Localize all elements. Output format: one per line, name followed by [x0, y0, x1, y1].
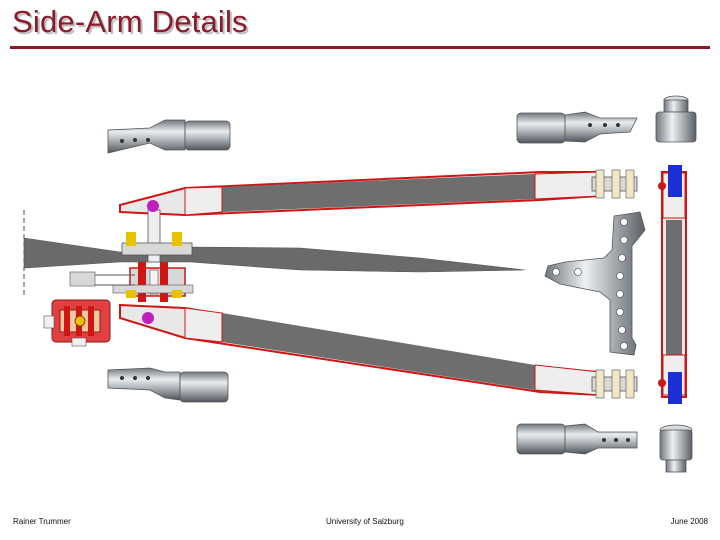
lower-arm — [119, 303, 601, 397]
pivot-joint — [43, 299, 111, 347]
vertical-mount — [658, 165, 687, 404]
slide-title: Side-Arm Details — [12, 4, 248, 39]
rod-end-photo-bottom-left — [107, 367, 229, 403]
footer-institution: University of Salzburg — [326, 517, 404, 526]
bushing-photo-top — [655, 95, 697, 143]
rod-end-photo-top-left — [107, 119, 231, 154]
wing-blade — [23, 237, 526, 273]
rod-end-photo-top-right — [516, 111, 638, 144]
rod-end-photo-bottom-right — [516, 423, 638, 455]
bracket-photo — [544, 211, 646, 356]
footer-author: Rainer Trummer — [13, 517, 71, 526]
bushing-photo-bottom — [659, 424, 693, 473]
footer-date: June 2008 — [670, 517, 708, 526]
upper-arm — [119, 171, 601, 217]
central-hinge — [69, 200, 194, 324]
title-underline — [10, 46, 710, 49]
right-clamps — [591, 169, 638, 399]
